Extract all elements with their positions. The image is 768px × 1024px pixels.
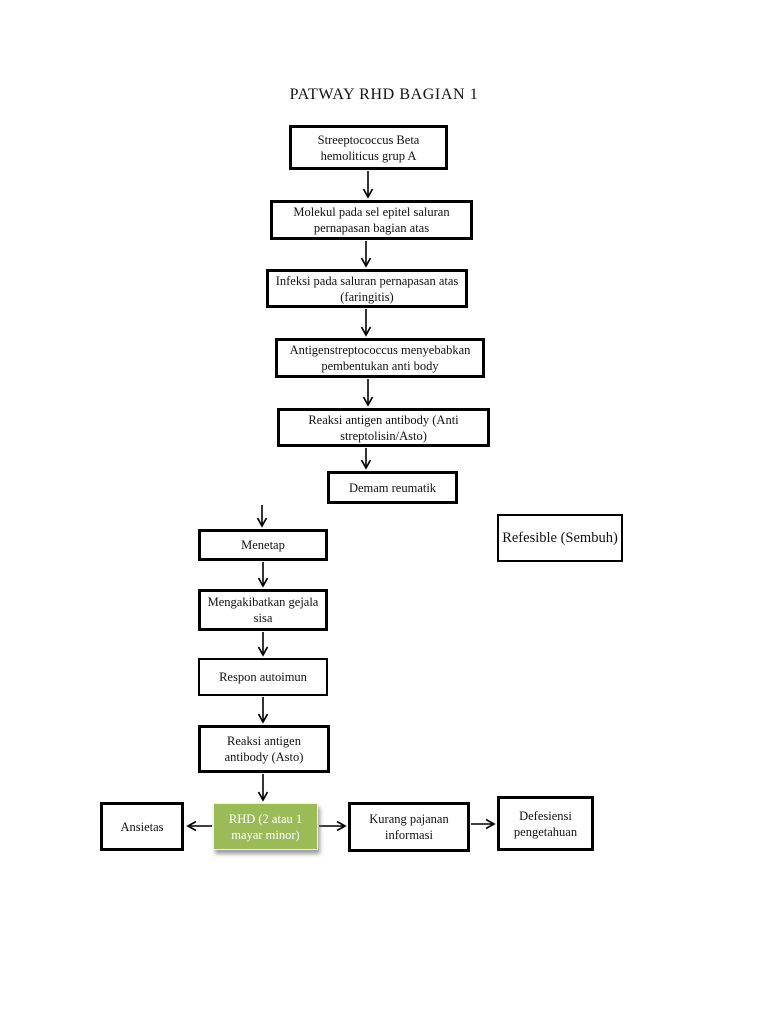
node-demam-reumatik: Demam reumatik <box>327 471 458 504</box>
node-infeksi-faringitis-label: Infeksi pada saluran pernapasan atas (fa… <box>275 273 459 304</box>
node-molekul-epitel-label: Molekul pada sel epitel saluran pernapas… <box>293 205 450 235</box>
node-reaksi-antigen-anti-streptolisin-label: Reaksi antigen antibody (Anti streptolis… <box>308 412 459 443</box>
node-reaksi-antigen-asto: Reaksi antigen antibody (Asto) <box>198 725 330 773</box>
node-mengakibatkan-gejala-sisa-label: Mengakibatkan gejala sisa <box>207 595 319 625</box>
node-antigen-streptococcus: Antigenstreptococcus menyebabkan pembent… <box>275 338 485 378</box>
node-refesible-sembuh-label: Refesible (Sembuh) <box>502 529 618 546</box>
node-rhd-diagnosis: RHD (2 atau 1 mayar minor) <box>213 803 318 850</box>
node-ansietas: Ansietas <box>100 802 184 851</box>
node-demam-reumatik-label: Demam reumatik <box>348 480 437 495</box>
node-menetap: Menetap <box>198 529 328 561</box>
node-kurang-pajanan-informasi: Kurang pajanan informasi <box>348 802 470 852</box>
page-title: PATWAY RHD BAGIAN 1 <box>289 86 479 103</box>
node-ansietas-label: Ansietas <box>120 819 164 834</box>
node-infeksi-faringitis: Infeksi pada saluran pernapasan atas (fa… <box>266 269 468 308</box>
node-menetap-label: Menetap <box>241 538 285 552</box>
node-respon-autoimun-label: Respon autoimun <box>219 670 307 684</box>
node-respon-autoimun: Respon autoimun <box>198 658 328 696</box>
node-molekul-epitel: Molekul pada sel epitel saluran pernapas… <box>270 200 473 240</box>
node-rhd-diagnosis-label: RHD (2 atau 1 mayar minor) <box>228 811 303 842</box>
node-kurang-pajanan-informasi-label: Kurang pajanan informasi <box>369 812 449 842</box>
node-refesible-sembuh: Refesible (Sembuh) <box>497 514 623 562</box>
node-streptococcus-label: Streeptococcus Beta hemoliticus grup A <box>317 132 420 163</box>
node-reaksi-antigen-anti-streptolisin: Reaksi antigen antibody (Anti streptolis… <box>277 408 490 447</box>
node-reaksi-antigen-asto-label: Reaksi antigen antibody (Asto) <box>224 734 304 764</box>
node-streptococcus: Streeptococcus Beta hemoliticus grup A <box>289 125 448 170</box>
node-mengakibatkan-gejala-sisa: Mengakibatkan gejala sisa <box>198 589 328 631</box>
node-antigen-streptococcus-label: Antigenstreptococcus menyebabkan pembent… <box>289 343 471 373</box>
node-defesiensi-pengetahuan: Defesiensi pengetahuan <box>497 796 594 851</box>
node-defesiensi-pengetahuan-label: Defesiensi pengetahuan <box>513 808 578 839</box>
